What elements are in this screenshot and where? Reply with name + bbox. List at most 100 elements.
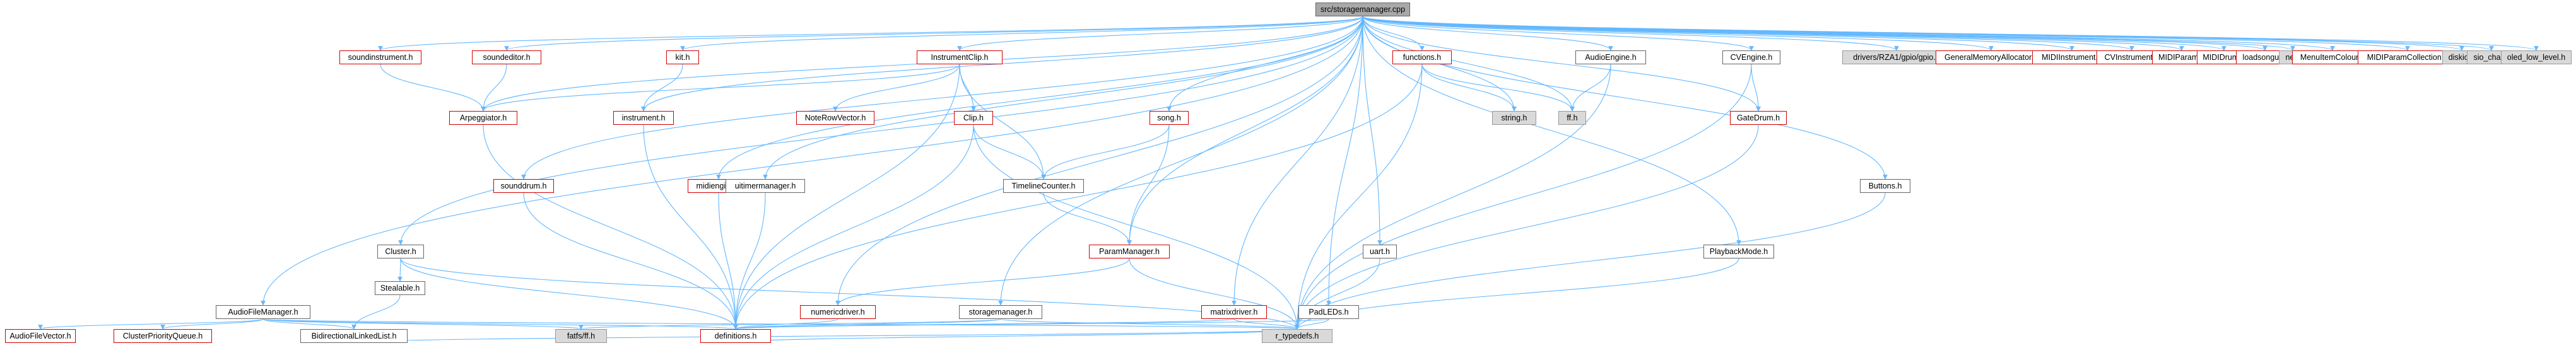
graph-node-label: AudioEngine.h [1585,53,1637,62]
graph-edge-root-to-generalmem [1362,16,1994,51]
graph-node-instrument[interactable]: instrument.h [613,111,674,125]
graph-node-gatedrum[interactable]: GateDrum.h [1730,111,1787,125]
graph-node-parammanager[interactable]: ParamManager.h [1089,245,1170,258]
graph-node-label: oled_low_level.h [2507,53,2566,62]
graph-node-gpio[interactable]: drivers/RZA1/gpio/gpio.h [1842,50,1951,64]
graph-node-label: sounddrum.h [500,182,547,190]
graph-edge-root-to-gpio [1362,16,1899,51]
graph-edge-storagemanagerh-to-definitions [733,318,1001,330]
graph-edge-audiofilemanager-to-clusterpriorityqueue [160,318,264,330]
graph-node-definitions[interactable]: definitions.h [700,329,771,343]
graph-node-matrixdriver[interactable]: matrixdriver.h [1201,305,1267,319]
graph-node-numericdriver[interactable]: numericdriver.h [800,305,876,319]
graph-node-sounddrum[interactable]: sounddrum.h [493,179,554,193]
graph-edge-root-to-audioengine [1362,16,1613,51]
graph-node-fatfs[interactable]: fatfs/ff.h [555,329,607,343]
graph-edge-instrumentclip-to-noterowvector [833,64,960,112]
graph-node-padleds[interactable]: PadLEDs.h [1298,305,1359,319]
graph-node-soundinstrument[interactable]: soundinstrument.h [339,50,421,64]
graph-node-label: Buttons.h [1868,182,1902,190]
graph-edge-root-to-sounddrum [521,16,1363,180]
graph-node-uitimermanager[interactable]: uitimermanager.h [726,179,805,193]
graph-node-label: definitions.h [714,332,757,340]
graph-node-root[interactable]: src/storagemanager.cpp [1315,3,1410,16]
graph-node-uart[interactable]: uart.h [1363,245,1397,258]
graph-node-song[interactable]: song.h [1150,111,1189,125]
graph-node-cvengine[interactable]: CVEngine.h [1722,50,1780,64]
graph-node-label: ff.h [1567,113,1578,122]
graph-node-label: ClusterPriorityQueue.h [122,332,203,340]
graph-edge-audiofilemanager-to-audiofilevector [38,318,264,330]
graph-edge-audiofilemanager-to-fatfs [262,318,584,330]
graph-edge-clip-to-rtypedefs [973,124,1300,330]
graph-edge-root-to-oled [1362,16,2539,51]
graph-node-rtypedefs[interactable]: r_typedefs.h [1262,329,1332,343]
graph-node-label: MIDIInstrument.h [2042,53,2102,62]
graph-edge-cvengine-to-rtypedefs [1295,64,1752,330]
graph-edge-root-to-instrumentclip [957,16,1363,51]
graph-node-label: fatfs/ff.h [567,332,596,340]
graph-node-label: PadLEDs.h [1309,308,1349,316]
graph-edge-root-to-uitimermanager [763,16,1363,180]
graph-node-label: drivers/RZA1/gpio/gpio.h [1853,53,1940,62]
graph-node-label: matrixdriver.h [1210,308,1258,316]
graph-node-label: r_typedefs.h [1275,332,1319,340]
graph-node-audioengine[interactable]: AudioEngine.h [1575,50,1646,64]
graph-node-label: uart.h [1370,247,1390,256]
graph-node-noterowvector[interactable]: NoteRowVector.h [796,111,874,125]
graph-edge-instrument-to-definitions [643,124,738,330]
graph-node-storagemanagerh[interactable]: storagemanager.h [959,305,1042,319]
graph-node-label: src/storagemanager.cpp [1320,5,1406,14]
graph-node-label: GeneralMemoryAllocator.h [1944,53,2038,62]
graph-node-label: storagemanager.h [968,308,1033,316]
graph-node-label: functions.h [1403,53,1442,62]
graph-node-label: Stealable.h [380,284,420,293]
graph-edge-root-to-uart [1362,16,1382,245]
graph-edge-root-to-audiofilemanager [261,16,1363,306]
graph-node-kit[interactable]: kit.h [666,50,699,64]
graph-node-timelinecounter[interactable]: TimelineCounter.h [1003,179,1084,193]
graph-node-ffh[interactable]: ff.h [1558,111,1586,125]
graph-edge-audiofilemanager-to-bidirlist [262,318,356,330]
graph-node-arpeggiator[interactable]: Arpeggiator.h [449,111,517,125]
graph-node-stealable[interactable]: Stealable.h [375,281,425,295]
graph-edge-audiofilemanager-to-definitions [262,318,738,330]
graph-node-label: Clip.h [963,113,984,122]
graph-node-soundeditor[interactable]: soundeditor.h [472,50,541,64]
graph-node-instrumentclip[interactable]: InstrumentClip.h [917,50,1003,64]
graph-edge-arpeggiator-to-definitions [483,124,738,330]
graph-node-buttons[interactable]: Buttons.h [1860,179,1910,193]
graph-node-audiofilemanager[interactable]: AudioFileManager.h [216,305,310,319]
graph-node-label: InstrumentClip.h [931,53,989,62]
graph-node-clip[interactable]: Clip.h [954,111,993,125]
graph-edge-soundeditor-to-arpeggiator [481,64,507,112]
graph-node-cluster[interactable]: Cluster.h [377,245,424,258]
graph-node-audiofilevector[interactable]: AudioFileVector.h [5,329,76,343]
graph-edge-instrumentclip-to-arpeggiator [481,64,960,112]
graph-node-stringh[interactable]: string.h [1492,111,1536,125]
graph-node-bidirlist[interactable]: BidirectionalLinkedList.h [300,329,408,343]
graph-edge-gatedrum-to-rtypedefs [1295,124,1759,330]
graph-edge-root-to-soundinstrument [378,16,1363,51]
graph-node-functions[interactable]: functions.h [1392,50,1452,64]
graph-edge-root-to-matrixdriver [1232,16,1363,306]
graph-edge-padleds-to-rtypedefs [1295,318,1329,330]
graph-edge-instrumentclip-to-timelinecounter [959,64,1046,180]
graph-edge-root-to-numericdriver [835,16,1363,306]
graph-edge-midiengine-to-definitions [718,192,738,330]
graph-node-oled[interactable]: oled_low_level.h [2501,50,2572,64]
graph-node-label: TimelineCounter.h [1011,182,1076,190]
graph-edge-functions-to-rtypedefs [1295,64,1423,330]
graph-edge-root-to-functions [1362,16,1425,51]
graph-node-label: CVInstrument.h [2104,53,2160,62]
graph-edge-soundinstrument-to-arpeggiator [380,64,486,112]
graph-node-label: Arpeggiator.h [459,113,507,122]
graph-node-clusterpriorityqueue[interactable]: ClusterPriorityQueue.h [114,329,212,343]
graph-node-label: BidirectionalLinkedList.h [311,332,397,340]
graph-edge-root-to-kit [680,16,1363,51]
graph-edge-functions-to-definitions [733,64,1423,330]
graph-node-playbackmode[interactable]: PlaybackMode.h [1703,245,1774,258]
graph-edge-root-to-cvengine [1362,16,1754,51]
graph-node-generalmem[interactable]: GeneralMemoryAllocator.h [1936,50,2047,64]
